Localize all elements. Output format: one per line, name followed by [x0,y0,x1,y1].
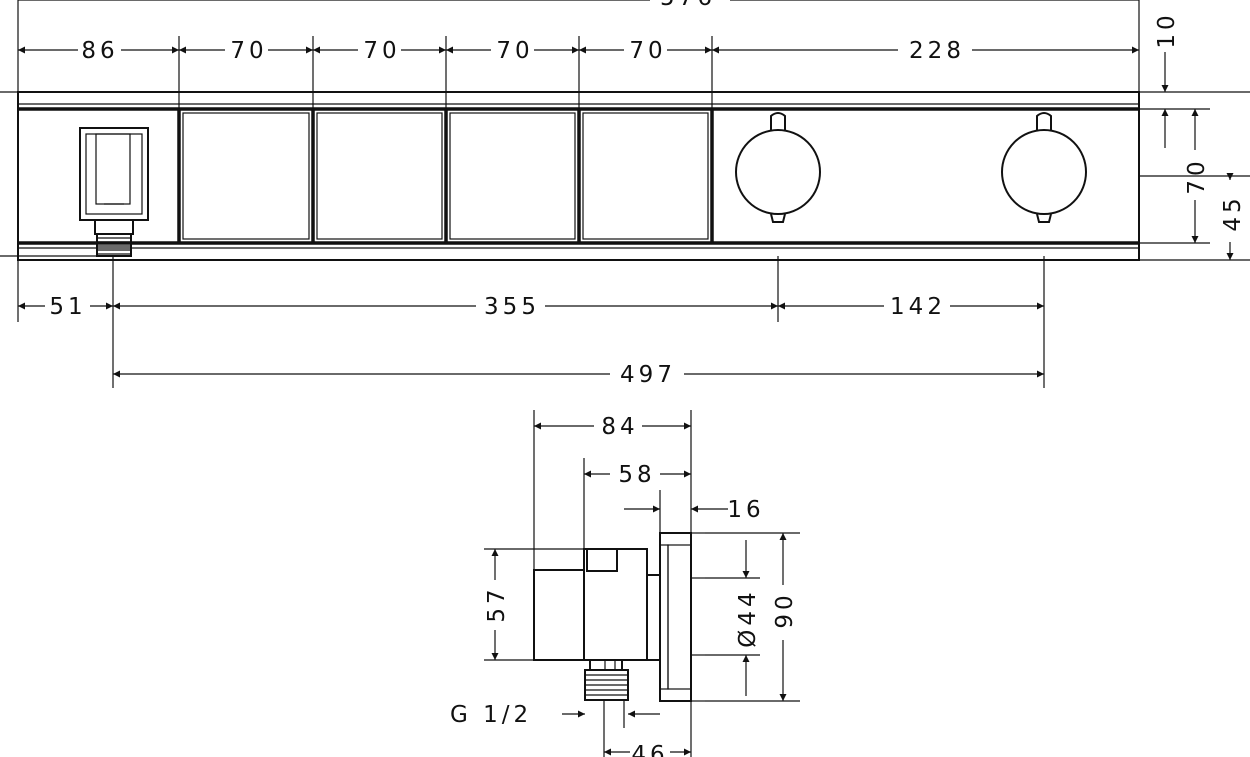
dim-dia44: Ø44 [735,588,761,647]
bottom-dimension-rows: 51 355 142 497 [18,294,1044,388]
dim-86: 86 [81,38,118,64]
thermostat-knob-left [735,112,821,223]
button-panel-2 [316,112,443,240]
side-view [484,410,800,757]
dim-355: 355 [484,294,540,320]
dim-51: 51 [49,294,86,320]
top-dimension-row: 86 70 70 70 70 228 [18,38,1139,64]
dim-228: 228 [909,38,965,64]
dim-16: 16 [727,497,764,523]
dim-top-total: 576 [660,0,716,11]
dim-70-4: 70 [629,38,666,64]
dim-45: 45 [1220,194,1246,231]
thermostat-knob-right [1001,112,1087,223]
dim-84: 84 [601,414,638,440]
dim-497: 497 [620,362,676,388]
dim-58: 58 [618,462,655,488]
dim-70-3: 70 [496,38,533,64]
dim-90: 90 [772,591,798,628]
button-panel-4 [582,112,709,240]
dim-46: 46 [631,742,668,757]
dim-10: 10 [1154,11,1180,48]
dim-57: 57 [484,585,510,622]
side-dimensions: 84 58 16 57 Ø44 90 G 1/2 46 [450,414,798,757]
dim-142: 142 [890,294,946,320]
button-panel-1 [182,112,310,240]
dim-70-right: 70 [1184,157,1210,194]
right-dimension-column: 10 70 45 [1154,11,1246,260]
dim-70-2: 70 [363,38,400,64]
dim-thread: G 1/2 [450,702,532,728]
dim-70-1: 70 [230,38,267,64]
front-view [0,0,1250,388]
button-panel-3 [449,112,576,240]
hose-connector [79,127,149,257]
